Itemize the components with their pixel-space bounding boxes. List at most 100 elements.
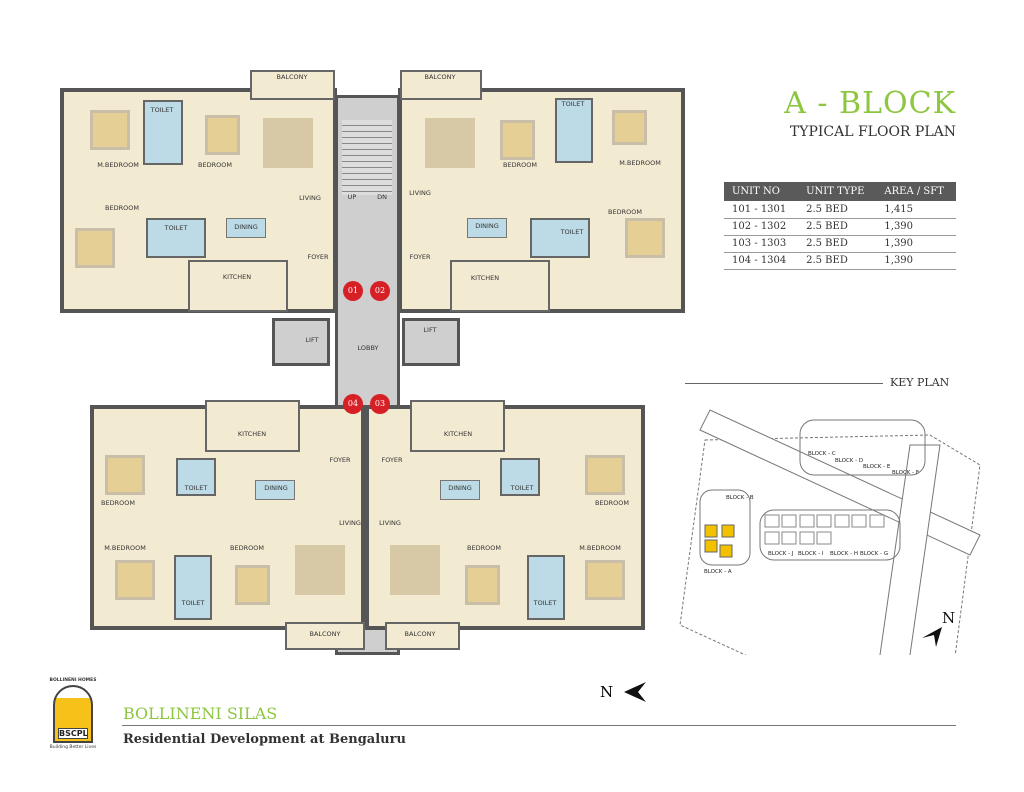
- room-label: BALCONY: [309, 630, 341, 638]
- bed: [115, 560, 155, 600]
- column-header: UNIT NO: [724, 182, 799, 201]
- bed: [75, 228, 115, 268]
- column-header: AREA / SFT: [876, 182, 956, 201]
- block-label: BLOCK - I: [798, 551, 824, 557]
- unit-marker-01: 01: [343, 281, 363, 301]
- room-label: TOILET: [164, 224, 188, 232]
- room-label: M.BEDROOM: [97, 161, 139, 169]
- room-label: TOILET: [533, 599, 557, 607]
- cell: 103 - 1303: [724, 235, 799, 253]
- project-name: BOLLINENI SILAS: [123, 704, 278, 723]
- logo-arch-icon: BSCPL: [53, 685, 93, 743]
- toilet: [174, 555, 212, 620]
- bed: [625, 218, 665, 258]
- room-label: BEDROOM: [503, 161, 537, 169]
- unit-marker-02: 02: [370, 281, 390, 301]
- bed: [235, 565, 270, 605]
- sofa-set: [263, 118, 313, 168]
- sofa-set: [425, 118, 475, 168]
- dining-table: [440, 480, 480, 500]
- kitchen: [205, 400, 300, 452]
- cell: 2.5 BED: [798, 235, 877, 253]
- kitchen: [450, 260, 550, 312]
- balcony: [400, 70, 482, 100]
- kitchen: [188, 260, 288, 312]
- kitchen: [410, 400, 505, 452]
- room-label: DINING: [264, 484, 288, 492]
- column-header: UNIT TYPE: [798, 182, 877, 201]
- project-description: Residential Development at Bengaluru: [123, 732, 406, 747]
- balcony: [285, 622, 365, 650]
- room-label: TOILET: [181, 599, 205, 607]
- cell: 104 - 1304: [724, 252, 799, 270]
- bed: [465, 565, 500, 605]
- dining-table: [226, 218, 266, 238]
- block-label: BLOCK - F: [892, 470, 919, 476]
- room-label: BALCONY: [404, 630, 436, 638]
- room-label: M.BEDROOM: [104, 544, 146, 552]
- lift-left: [272, 318, 330, 366]
- stair-up-label: UP: [347, 193, 357, 201]
- bed: [90, 110, 130, 150]
- north-label: N: [600, 683, 614, 701]
- toilet: [555, 98, 593, 163]
- key-plan-rule: [685, 383, 883, 384]
- room-label: TOILET: [150, 106, 174, 114]
- block-title: A - BLOCK: [784, 86, 956, 121]
- key-plan-map: BLOCK - A BLOCK - B BLOCK - C BLOCK - D …: [679, 409, 981, 655]
- sofa-set: [390, 545, 440, 595]
- room-label: M.BEDROOM: [619, 159, 661, 167]
- room-label: TOILET: [560, 228, 584, 236]
- cell: 1,390: [876, 252, 956, 270]
- balcony: [385, 622, 460, 650]
- room-label: TOILET: [510, 484, 534, 492]
- bed: [612, 110, 647, 145]
- room-label: DINING: [475, 222, 499, 230]
- toilet: [527, 555, 565, 620]
- room-label: BALCONY: [276, 73, 308, 81]
- room-label: LIVING: [379, 519, 401, 527]
- cell: 2.5 BED: [798, 252, 877, 270]
- balcony: [250, 70, 335, 100]
- block-label: BLOCK - D: [835, 458, 863, 464]
- logo-mark-text: BSCPL: [58, 728, 88, 739]
- toilet: [146, 218, 206, 258]
- room-label: BEDROOM: [198, 161, 232, 169]
- lift-right: [402, 318, 460, 366]
- toilet: [143, 100, 183, 165]
- room-label: KITCHEN: [470, 274, 500, 282]
- unit-marker-03: 03: [370, 394, 390, 414]
- room-label: BEDROOM: [105, 204, 139, 212]
- block-label: BLOCK - J: [768, 551, 794, 557]
- bed: [205, 115, 240, 155]
- room-label: KITCHEN: [443, 430, 473, 438]
- bed: [500, 120, 535, 160]
- room-label: KITCHEN: [222, 273, 252, 281]
- key-plan-label: KEY PLAN: [890, 376, 950, 389]
- north-arrow-icon: [922, 627, 942, 647]
- block-label: BLOCK - C: [808, 451, 836, 457]
- cell: 1,415: [876, 201, 956, 219]
- cell: 101 - 1301: [724, 201, 799, 219]
- block-label: BLOCK - E: [863, 464, 891, 470]
- room-label: DINING: [448, 484, 472, 492]
- room-label: TOILET: [184, 484, 208, 492]
- block-label: BLOCK - A: [704, 569, 732, 575]
- dining-table: [467, 218, 507, 238]
- room-label: FOYER: [307, 253, 329, 261]
- room-label: LIVING: [299, 194, 321, 202]
- toilet: [530, 218, 590, 258]
- lift-label: LIFT: [423, 326, 437, 334]
- room-label: FOYER: [381, 456, 403, 464]
- block-label: BLOCK - H: [830, 551, 858, 557]
- stair-down-label: DN: [377, 193, 387, 201]
- room-label: LIVING: [339, 519, 361, 527]
- bed: [585, 560, 625, 600]
- room-label: BEDROOM: [467, 544, 501, 552]
- room-label: KITCHEN: [237, 430, 267, 438]
- room-label: TOILET: [561, 100, 585, 108]
